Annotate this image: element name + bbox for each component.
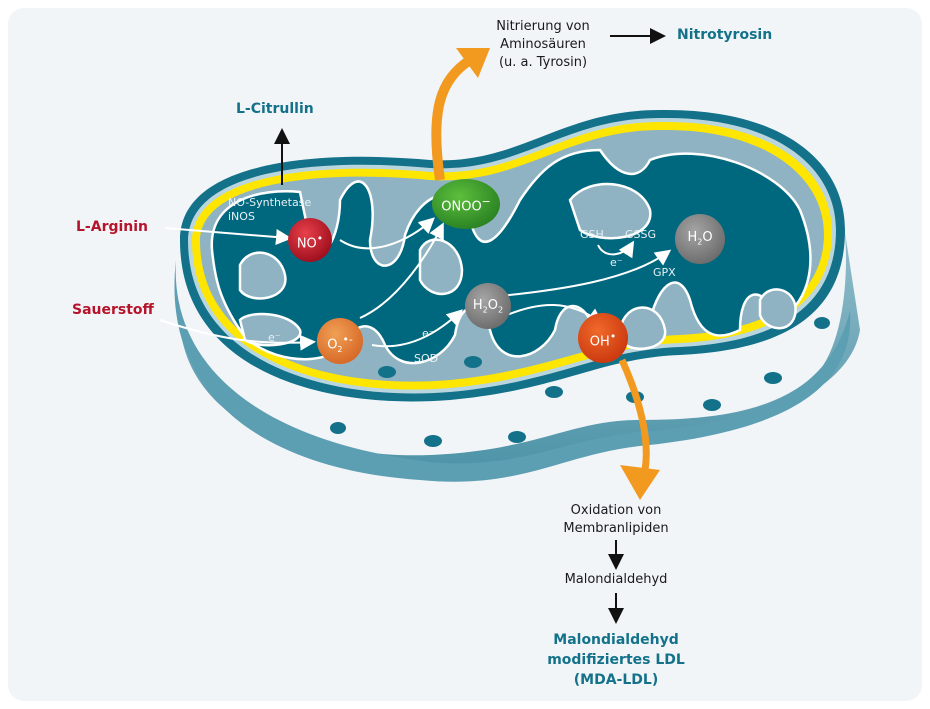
oxidation-line-1: Oxidation von [570,503,662,518]
peroxynitrite-label: ONOO− [441,195,491,215]
peroxynitrite-ellipse [432,179,500,229]
nitrierung-line-2: Aminosäuren [500,37,586,52]
superoxide-label: O2•- [327,333,353,354]
hydroxyl-radical-circle [578,313,628,363]
gssg-label: GSSG [625,228,657,241]
hydrogen-peroxide-label: H2O2 [472,298,504,315]
electron-label-2: e⁻ [422,327,435,340]
l-citrullin-label: L-Citrullin [236,101,314,117]
nitrierung-line-3: (u. a. Tyrosin) [498,55,588,70]
superoxide-circle [317,318,363,364]
nitrierung-line-1: Nitrierung von [496,19,590,34]
mda-ldl-line-1: Malondialdehyd [553,632,679,648]
water-label: H2O [687,230,713,247]
electron-label-1: e⁻ [268,331,281,344]
mda-ldl-line-2: modifiziertes LDL [547,652,685,668]
l-arginin-label: L-Arginin [76,219,149,235]
no-synthetase-label: NO-Synthetase [228,196,312,209]
inos-label: iNOS [228,210,255,223]
electron-label-3: e⁻ [610,256,623,269]
malondialdehyd-label: Malondialdehyd [564,572,668,587]
mda-ldl-label: Malondialdehyd modifiziertes LDL (MDA-LD… [540,630,692,690]
no-radical-circle [288,218,332,262]
nitrotyrosin-label: Nitrotyrosin [677,27,773,43]
oxidation-label: Oxidation von Membranlipiden [556,502,676,538]
nitrierung-label: Nitrierung von Aminosäuren (u. a. Tyrosi… [488,18,598,72]
hydroxyl-radical-label: OH• [589,330,617,350]
oxidation-line-2: Membranlipiden [563,521,669,536]
gsh-label: GSH [580,228,604,241]
sauerstoff-label: Sauerstoff [72,302,154,318]
orange-arrow-down [618,358,650,471]
orange-arrow-up [431,55,473,181]
gpx-label: GPX [653,266,676,279]
sod-label: SOD [414,352,439,365]
water-circle [675,214,725,264]
mda-ldl-line-3: (MDA-LDL) [573,672,659,688]
no-radical-label: NO• [296,232,324,252]
hydrogen-peroxide-circle [465,283,511,329]
